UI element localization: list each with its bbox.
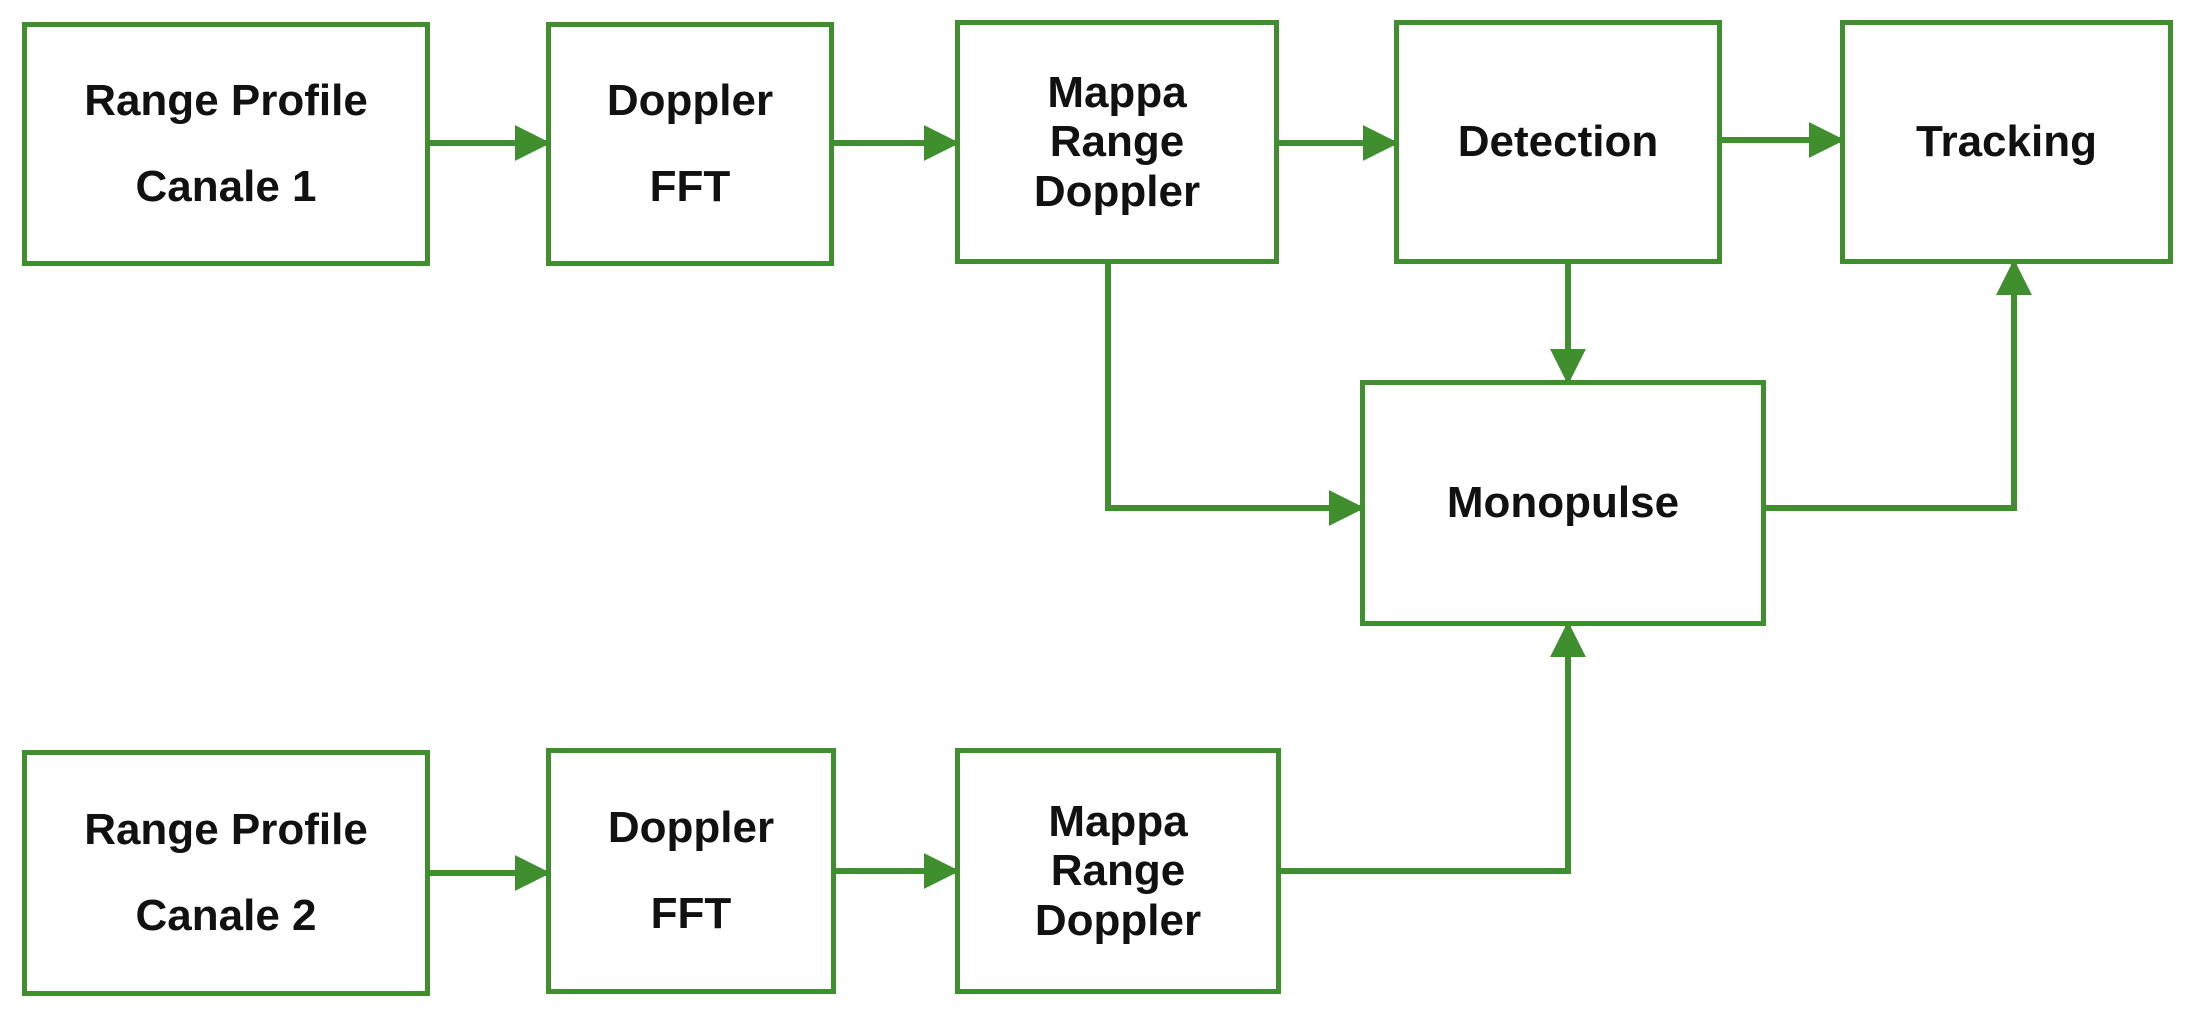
range-profile-canale-2-line-2: Canale 2: [135, 891, 317, 940]
mappa-range-doppler-2-line-2: Range: [1050, 846, 1186, 896]
doppler-fft-2-box: Doppler FFT: [546, 748, 836, 994]
range-profile-canale-2-line-1: Range Profile: [84, 805, 368, 855]
tracking-box: Tracking: [1840, 20, 2173, 264]
mappa-range-doppler-2-line-1: Mappa: [1048, 797, 1188, 847]
range-profile-canale-1-box: Range Profile Canale 1: [22, 22, 430, 266]
mappa-range-doppler-1-line-1: Mappa: [1047, 68, 1187, 118]
detection-label: Detection: [1457, 117, 1659, 166]
doppler-fft-2-line-1: Doppler: [607, 803, 775, 853]
mappa-range-doppler-1-line-3: Doppler: [1033, 166, 1201, 216]
range-profile-canale-1-line-2: Canale 1: [135, 162, 317, 211]
doppler-fft-1-line-2: FFT: [649, 162, 731, 211]
mappa-range-doppler-1-line-2: Range: [1049, 117, 1185, 167]
range-profile-canale-2-box: Range Profile Canale 2: [22, 750, 430, 996]
monopulse-label: Monopulse: [1446, 478, 1680, 527]
mappa-range-doppler-2-line-3: Doppler: [1034, 895, 1202, 945]
mappa-range-doppler-1-box: Mappa Range Doppler: [955, 20, 1279, 264]
arrow-mappa-range-doppler-1-to-monopulse: [1105, 264, 1365, 526]
arrow-monopulse-to-tracking: [1766, 259, 2032, 511]
detection-box: Detection: [1394, 20, 1722, 264]
monopulse-box: Monopulse: [1360, 380, 1766, 626]
range-profile-canale-1-line-1: Range Profile: [84, 76, 368, 126]
doppler-fft-2-line-2: FFT: [650, 889, 732, 938]
doppler-fft-1-line-1: Doppler: [606, 76, 774, 126]
mappa-range-doppler-2-box: Mappa Range Doppler: [955, 748, 1281, 994]
tracking-label: Tracking: [1916, 117, 2097, 166]
arrow-mappa-range-doppler-2-to-monopulse: [1281, 621, 1586, 874]
doppler-fft-1-box: Doppler FFT: [546, 22, 834, 266]
